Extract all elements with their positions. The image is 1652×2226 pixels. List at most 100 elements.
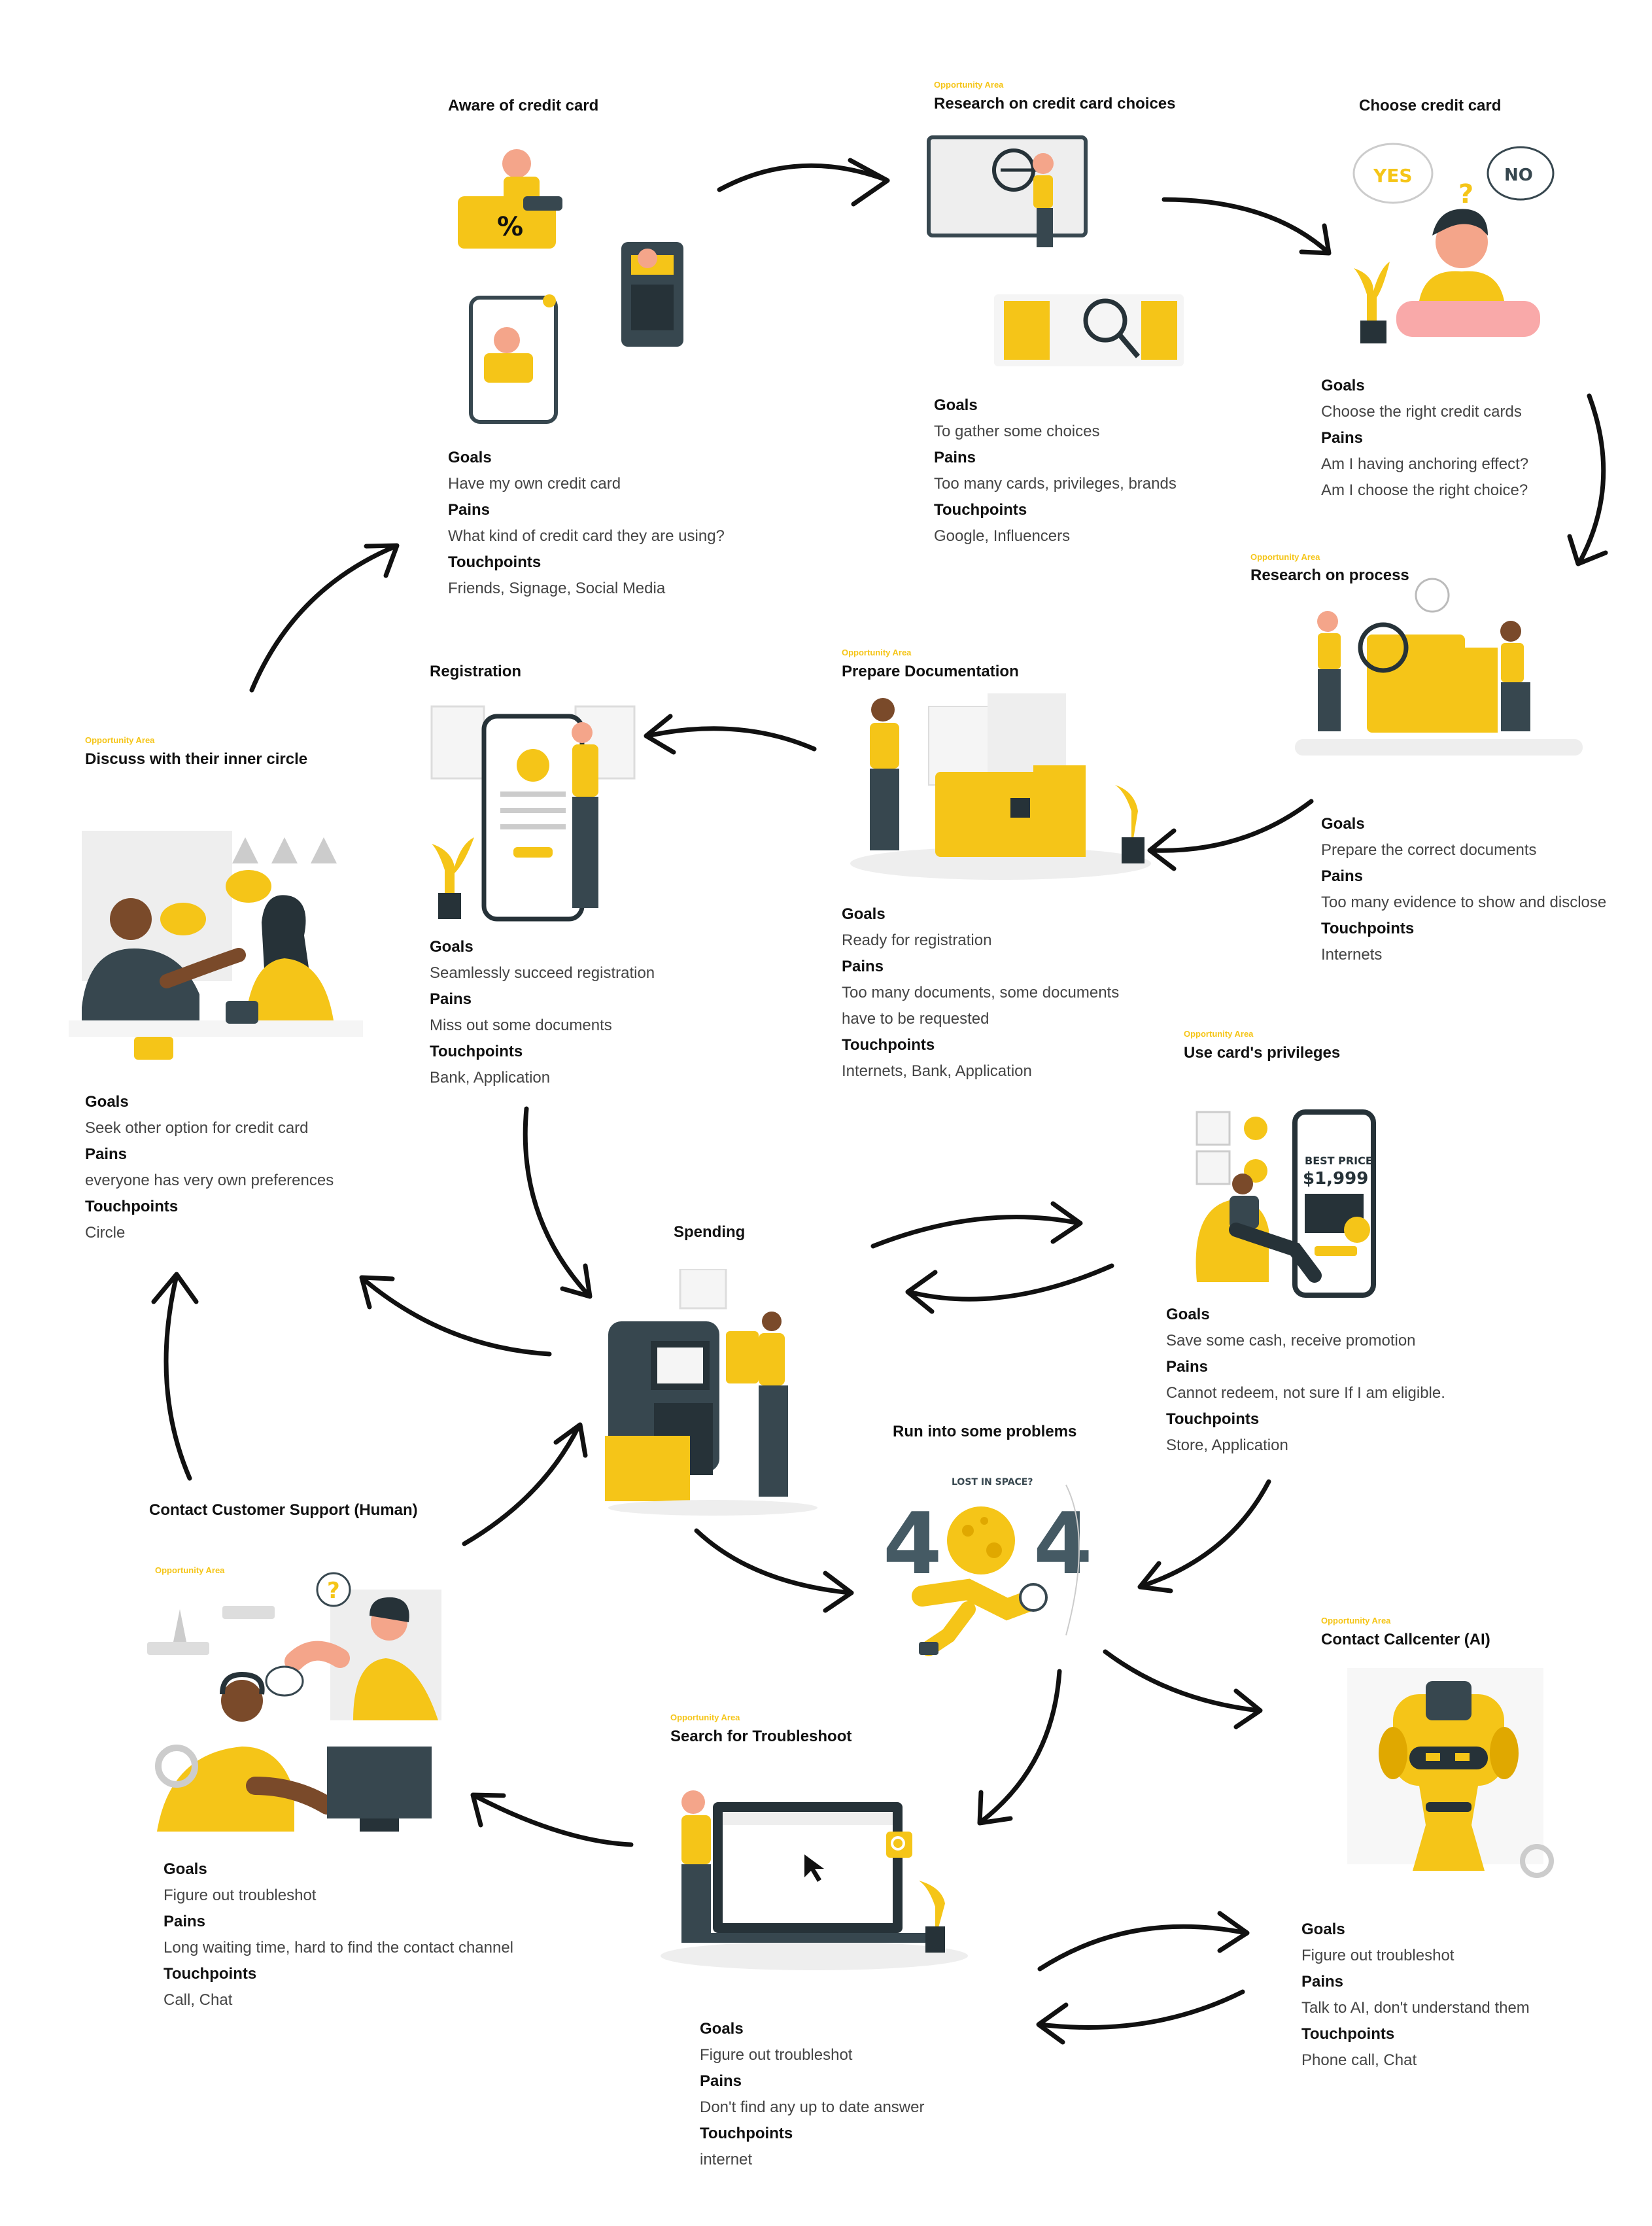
support-human-details: Goals Figure out troubleshot Pains Long …: [163, 1856, 513, 2013]
goals-label: Goals: [163, 1860, 207, 1878]
touchpoints-label: Touchpoints: [1166, 1410, 1260, 1428]
goals-text: Have my own credit card: [448, 475, 621, 493]
touchpoints-text: Phone call, Chat: [1301, 2051, 1417, 2069]
touchpoints-text: Store, Application: [1166, 1436, 1288, 1454]
no-label: NO: [1504, 165, 1533, 185]
lost-in-space-label: LOST IN SPACE?: [952, 1477, 1033, 1487]
arrowhead: [560, 1263, 593, 1299]
aware-details: Goals Have my own credit card Pains What…: [448, 445, 725, 602]
touchpoints-label: Touchpoints: [842, 1036, 935, 1054]
arrowhead: [1036, 2002, 1069, 2045]
pains-text: Too many evidence to show and disclose: [1321, 894, 1607, 911]
troubleshoot-illustration: [661, 1790, 968, 1970]
arrow-ai-to-troubleshoot: [1037, 1989, 1245, 2030]
opportunity-tag: Opportunity Area: [670, 1713, 740, 1722]
pains-label: Pains: [1321, 429, 1364, 447]
pains-text-2: Am I choose the right choice?: [1321, 481, 1528, 499]
opportunity-tag: Opportunity Area: [1321, 1616, 1391, 1626]
pains-text: What kind of credit card they are using?: [448, 527, 725, 545]
choose-details: Goals Choose the right credit cards Pain…: [1321, 373, 1528, 504]
stage-title: Contact Callcenter (AI): [1321, 1631, 1490, 1648]
goals-label: Goals: [934, 396, 978, 414]
pains-label: Pains: [85, 1145, 128, 1163]
error-digit-right: 4: [1033, 1494, 1092, 1593]
arrow-spending-to-discuss: [360, 1276, 552, 1357]
goals-label: Goals: [85, 1093, 129, 1111]
arrow-discuss-to-aware: [249, 544, 398, 693]
arrow-registration-to-spending: [523, 1106, 591, 1298]
touchpoints-label: Touchpoints: [1321, 920, 1415, 937]
arrowhead: [977, 1790, 1013, 1826]
goals-label: Goals: [1321, 815, 1365, 833]
arrowhead: [151, 1272, 199, 1304]
research-process-details: Goals Prepare the correct documents Pain…: [1321, 811, 1606, 968]
arrow-support-to-discuss: [163, 1273, 192, 1481]
yes-label: YES: [1373, 165, 1413, 186]
pains-text: Long waiting time, hard to find the cont…: [163, 1939, 514, 1956]
goals-text: Ready for registration: [842, 931, 992, 949]
touchpoints-text: Call, Chat: [163, 1991, 233, 2009]
best-price-label: BEST PRICE: [1305, 1155, 1373, 1167]
goals-label: Goals: [1166, 1306, 1210, 1323]
prepare-doc-details: Goals Ready for registration Pains Too m…: [842, 901, 1119, 1085]
stage-title: Spending: [674, 1223, 746, 1241]
pains-label: Pains: [934, 449, 976, 466]
stage-title: Search for Troubleshoot: [670, 1728, 852, 1745]
error-digit-left: 4: [883, 1494, 942, 1593]
stage-title: Run into some problems: [893, 1423, 1077, 1440]
goals-text: Prepare the correct documents: [1321, 841, 1537, 859]
research-choices-details: Goals To gather some choices Pains Too m…: [934, 392, 1177, 549]
callcenter-ai-illustration: [1347, 1668, 1554, 1878]
goals-label: Goals: [448, 449, 492, 466]
registration-illustration: [430, 705, 636, 922]
arrow-support-to-spending: [462, 1423, 581, 1546]
arrowhead: [1217, 1911, 1250, 1953]
opportunity-tag: Opportunity Area: [842, 648, 912, 657]
arrow-aware-to-research: [717, 163, 889, 192]
goals-label: Goals: [1301, 1921, 1345, 1938]
touchpoints-label: Touchpoints: [1301, 2025, 1395, 2043]
pains-label: Pains: [1166, 1358, 1209, 1376]
spending-illustration: [605, 1269, 817, 1516]
pains-label: Pains: [700, 2072, 742, 2090]
arrow-privileges-to-problems: [1139, 1479, 1271, 1589]
aware-illustration: %: [458, 149, 683, 424]
prepare-doc-illustration: [850, 693, 1151, 880]
goals-text: Save some cash, receive promotion: [1166, 1332, 1416, 1349]
research-choices-illustration: [927, 135, 1184, 366]
pains-label: Pains: [448, 501, 490, 519]
goals-label: Goals: [700, 2020, 744, 2038]
goals-text: To gather some choices: [934, 423, 1100, 440]
touchpoints-text: Internets, Bank, Application: [842, 1062, 1032, 1080]
touchpoints-text: Internets: [1321, 946, 1383, 964]
svg-text:?: ?: [327, 1578, 340, 1604]
touchpoints-label: Touchpoints: [934, 501, 1027, 519]
arrowhead: [848, 158, 890, 207]
pains-label: Pains: [1301, 1973, 1344, 1991]
arrow-spending-to-privileges: [870, 1215, 1082, 1249]
stage-title: Prepare Documentation: [842, 663, 1019, 680]
pains-text: Miss out some documents: [430, 1017, 612, 1034]
pains-text: Am I having anchoring effect?: [1321, 455, 1529, 473]
pains-text: Talk to AI, don't understand them: [1301, 1999, 1530, 2017]
callcenter-ai-details: Goals Figure out troubleshot Pains Talk …: [1301, 1917, 1530, 2074]
goals-label: Goals: [1321, 377, 1365, 394]
privileges-illustration: BEST PRICE $1,999: [1196, 1109, 1376, 1298]
goals-label: Goals: [842, 905, 886, 923]
arrow-problems-to-ai: [1103, 1649, 1262, 1713]
goals-text: Seamlessly succeed registration: [430, 964, 655, 982]
arrow-research-to-choose: [1162, 197, 1330, 254]
pains-label: Pains: [842, 958, 884, 975]
goals-text: Figure out troubleshot: [700, 2046, 853, 2064]
arrowhead: [1567, 534, 1608, 566]
arrow-troubleshoot-to-support: [472, 1793, 634, 1847]
opportunity-tag: Opportunity Area: [1184, 1029, 1254, 1039]
arrow-privileges-to-spending: [906, 1263, 1114, 1302]
discuss-illustration: [69, 831, 363, 1060]
pains-label: Pains: [163, 1913, 206, 1930]
arrowhead: [1233, 1688, 1263, 1730]
opportunity-tag: Opportunity Area: [1250, 552, 1320, 562]
stage-title: Choose credit card: [1359, 97, 1502, 114]
goals-text: Seek other option for credit card: [85, 1119, 309, 1137]
